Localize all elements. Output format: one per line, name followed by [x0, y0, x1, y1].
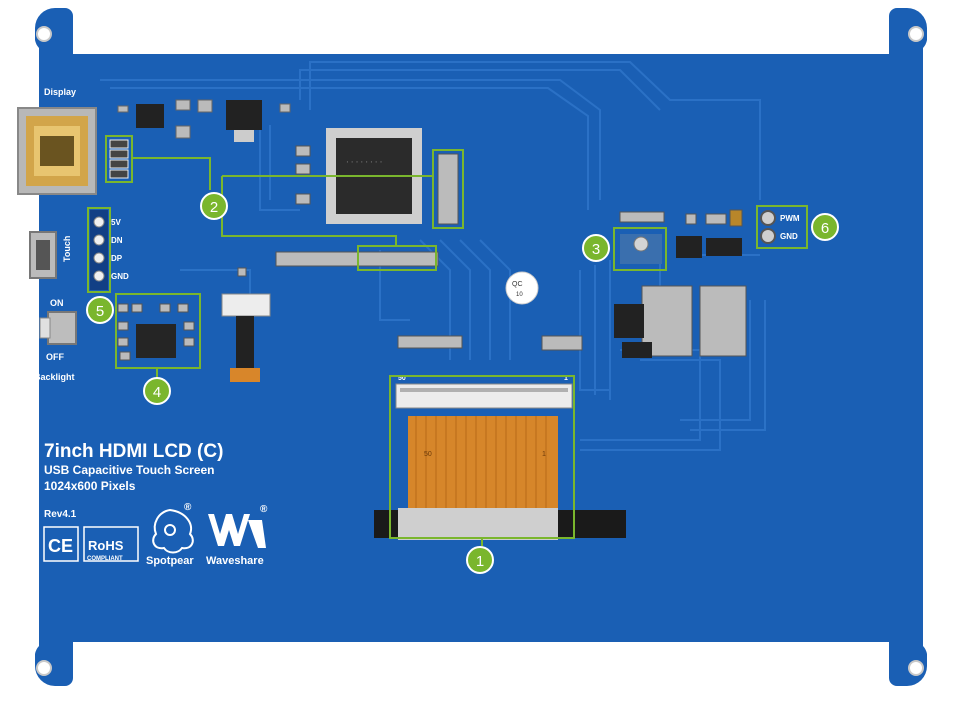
mounting-hole: [36, 26, 52, 42]
callout-number-1: 1: [476, 553, 484, 570]
qc-text: QC: [512, 281, 523, 288]
callout-number-5: 5: [96, 303, 104, 320]
rohs-compliant: COMPLIANT: [87, 556, 123, 562]
pin-5v-label: 5V: [111, 218, 121, 227]
svg-text:········: ········: [345, 158, 383, 167]
fpc-pin-50-label: 50: [398, 375, 406, 382]
rohs-logo: RoHS: [88, 538, 124, 553]
callout-box-6: [756, 205, 808, 249]
mounting-hole: [908, 660, 924, 676]
switch-on-label: ON: [50, 298, 64, 308]
callout-number-3: 3: [592, 241, 600, 258]
ce-logo-frame: [43, 526, 79, 562]
callout-number-2: 2: [210, 199, 218, 216]
qc-number: 10: [516, 292, 523, 298]
spotpear-logo-icon: [152, 508, 194, 554]
board-resolution: 1024x600 Pixels: [44, 479, 136, 493]
waveshare-logo-text: Waveshare: [206, 555, 264, 567]
callout-badge-5: [86, 296, 114, 324]
ce-logo: CE: [48, 536, 73, 556]
pwm-gnd-pads: [760, 210, 776, 244]
spotpear-registered: ®: [184, 502, 192, 513]
mounting-holes: [36, 26, 924, 676]
pcb-traces: [100, 61, 766, 451]
touch-label: Touch: [62, 236, 72, 262]
board-revision: Rev4.1: [44, 509, 77, 520]
touch-fpc-connector: [221, 267, 271, 382]
ribbon-pin-50-label: 50: [424, 451, 432, 458]
pwm-label: PWM: [780, 214, 800, 223]
resistor-rows: [397, 335, 583, 351]
waveshare-logo-icon: [208, 514, 266, 548]
mounting-hole: [36, 660, 52, 676]
pin-dp-label: DP: [111, 254, 123, 263]
callout-box-5: [87, 207, 111, 293]
micro-usb-touch-port: [29, 231, 57, 279]
mounting-hole: [908, 26, 924, 42]
gnd-label: GND: [780, 232, 798, 241]
pin-header: [90, 210, 108, 290]
pin-dn-label: DN: [111, 236, 123, 245]
waveshare-registered: ®: [260, 504, 268, 515]
callout-badge-2: [200, 192, 228, 220]
small-components: [117, 99, 291, 142]
pin-gnd-label: GND: [111, 272, 129, 281]
board-title: 7inch HDMI LCD (C): [44, 441, 223, 462]
callout-badge-4: [143, 377, 171, 405]
qc-sticker: [505, 271, 539, 305]
hdmi-connector: [17, 107, 97, 195]
rohs-logo-frame: [83, 526, 139, 562]
backlight-label: Backlight: [34, 372, 75, 382]
pcb-board: [35, 8, 927, 686]
callout-badge-1: [466, 546, 494, 574]
ribbon-pin-1-label: 1: [542, 451, 546, 458]
power-circuit: [614, 209, 747, 358]
lcd-fpc-connector: [374, 383, 626, 540]
callout-number-4: 4: [153, 384, 161, 401]
callout-box-2b: [432, 149, 464, 229]
spotpear-logo-text: Spotpear: [146, 555, 194, 567]
callout-box-3: [613, 227, 667, 271]
callout-number-6: 6: [821, 220, 829, 237]
display-label: Display: [44, 87, 76, 97]
switch-off-label: OFF: [46, 352, 64, 362]
callout-badge-3: [582, 234, 610, 262]
backlight-driver: [117, 303, 195, 361]
fpc-pin-1-label: 1: [564, 375, 568, 382]
board-subtitle: USB Capacitive Touch Screen: [44, 463, 215, 477]
callout-badge-6: [811, 213, 839, 241]
resistor-array: [109, 139, 129, 179]
backlight-switch: [39, 311, 77, 345]
callout-badges: [86, 192, 839, 574]
